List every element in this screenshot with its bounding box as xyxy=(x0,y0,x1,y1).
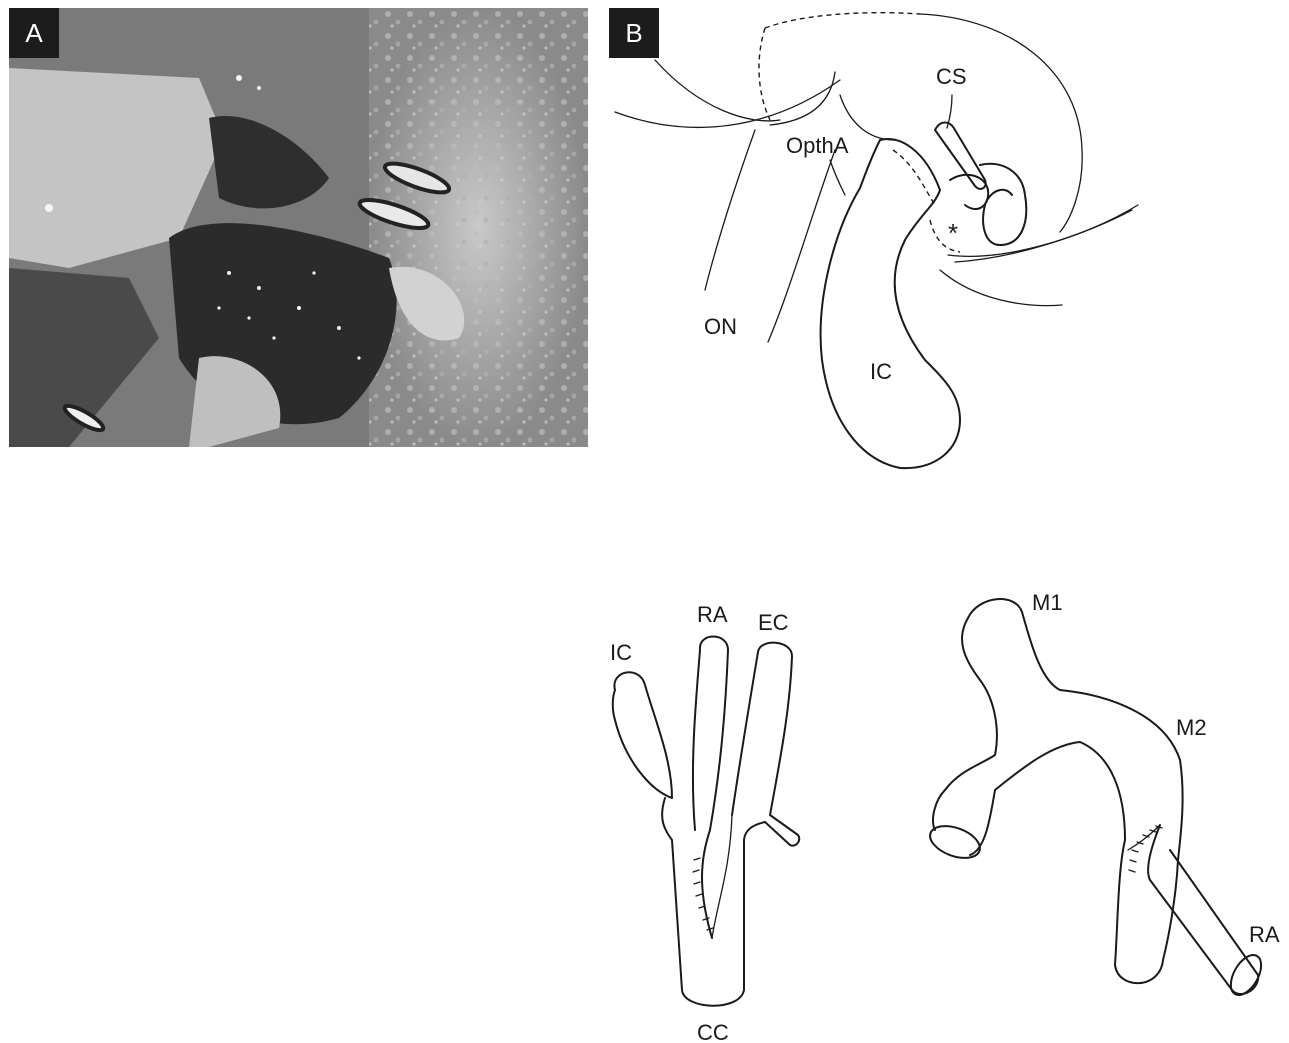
cervical-bypass-schematic: IC RA EC CC xyxy=(610,602,799,1043)
label-on: ON xyxy=(704,314,737,339)
external-carotid-left-edge xyxy=(732,652,758,815)
label-ic-left: IC xyxy=(610,640,632,665)
vessel-edge-small xyxy=(830,160,845,195)
label-cs: CS xyxy=(936,64,967,89)
optic-nerve-edge xyxy=(705,130,755,290)
label-m1: M1 xyxy=(1032,590,1063,615)
radial-artery-graft-right xyxy=(1148,825,1258,994)
internal-carotid-stump xyxy=(613,672,672,798)
dural-line-3 xyxy=(940,270,1062,306)
label-ra-left: RA xyxy=(697,602,728,627)
label-ic-top: IC xyxy=(870,359,892,384)
intracranial-bypass-schematic: M1 M2 RA xyxy=(926,590,1280,1000)
label-ec: EC xyxy=(758,610,789,635)
membrane-edge-3 xyxy=(770,72,835,125)
dashed-inner-1 xyxy=(893,150,935,205)
label-cc: CC xyxy=(697,1020,729,1043)
vessel-edge-left xyxy=(768,150,835,342)
label-optha: OpthA xyxy=(786,133,849,158)
dural-line-2 xyxy=(955,210,1132,262)
label-asterisk: * xyxy=(948,218,958,248)
panel-b-sketch: CS OpthA * ON IC xyxy=(615,13,1138,468)
clip-loop xyxy=(980,164,1026,245)
dashed-contour-top xyxy=(765,13,920,28)
label-ra-right: RA xyxy=(1249,922,1280,947)
clip-shaft xyxy=(935,123,986,189)
middle-cerebral-artery xyxy=(968,599,1183,983)
label-m2: M2 xyxy=(1176,715,1207,740)
external-carotid-artery xyxy=(758,643,799,846)
membrane-edge-2 xyxy=(615,80,840,127)
radial-artery-graft-left-edge xyxy=(693,650,700,830)
radial-artery-graft-right-edge xyxy=(700,637,728,831)
radial-graft-end xyxy=(1225,950,1268,1000)
dural-line-1 xyxy=(948,205,1138,256)
m1-segment-edge xyxy=(933,618,997,830)
anastomosis-edge xyxy=(702,830,712,938)
clip-jaw xyxy=(950,175,988,209)
common-carotid-artery xyxy=(662,798,765,1006)
anastomosis-edge-2 xyxy=(712,815,732,938)
dashed-contour-left xyxy=(759,28,770,120)
